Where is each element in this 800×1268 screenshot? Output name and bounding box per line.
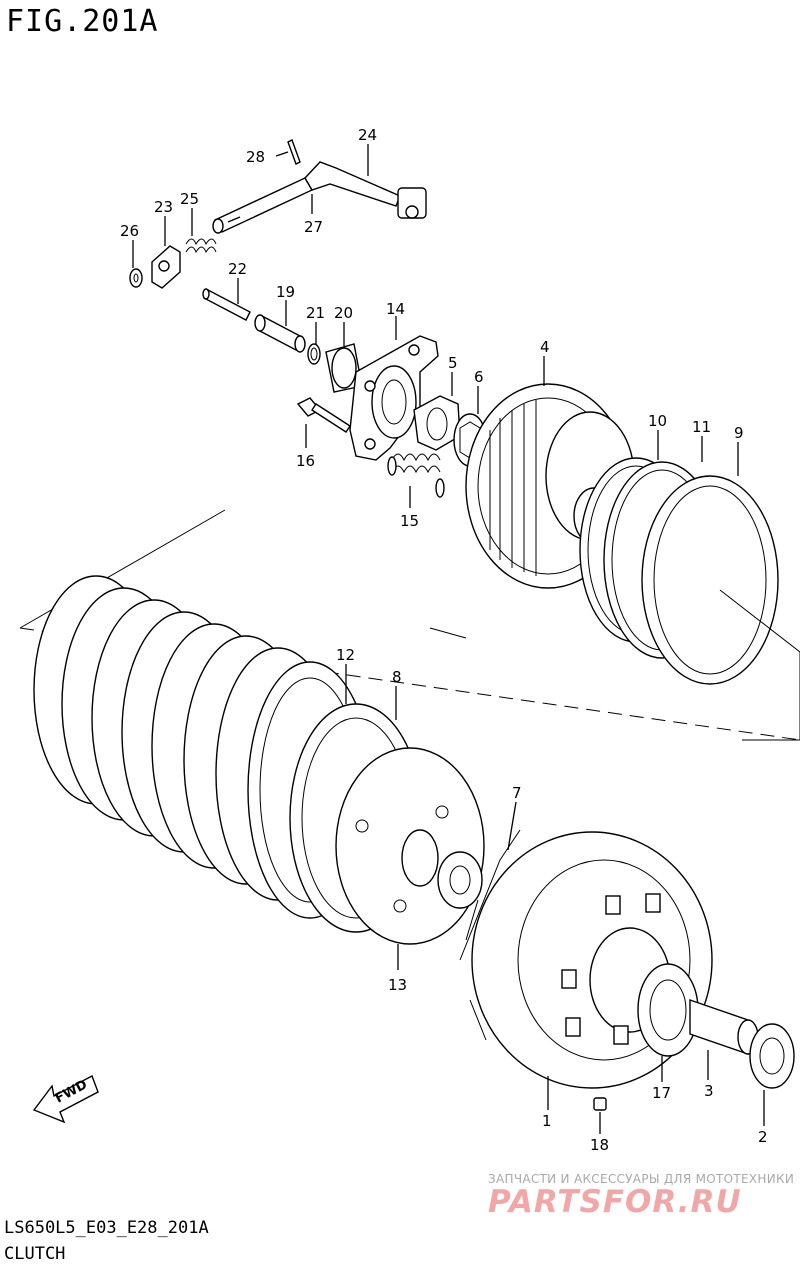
watermark-tagline: ЗАПЧАСТИ И АКСЕССУАРЫ ДЛЯ МОТОТЕХНИКИ xyxy=(488,1172,795,1186)
spring-15 xyxy=(387,453,445,498)
callout-7: 7 xyxy=(512,784,522,802)
callout-15: 15 xyxy=(400,512,419,530)
callout-3: 3 xyxy=(704,1082,714,1100)
spacer-3 xyxy=(689,999,759,1055)
callout-26: 26 xyxy=(120,222,139,240)
washer-7 xyxy=(437,851,483,909)
plate-13 xyxy=(335,747,485,945)
callout-6: 6 xyxy=(474,368,484,386)
pushrod-22 xyxy=(202,288,251,321)
callout-18: 18 xyxy=(590,1136,609,1154)
callout-12: 12 xyxy=(336,646,355,664)
callout-17: 17 xyxy=(652,1084,671,1102)
callout-19: 19 xyxy=(276,283,295,301)
callout-14: 14 xyxy=(386,300,405,318)
fwd-arrow: FWD xyxy=(32,1075,99,1124)
callout-25: 25 xyxy=(180,190,199,208)
callout-22: 22 xyxy=(228,260,247,278)
callout-23: 23 xyxy=(154,198,173,216)
release-shaft-24 xyxy=(212,161,427,234)
callout-5: 5 xyxy=(448,354,458,372)
spring-25 xyxy=(185,238,217,254)
gear-17 xyxy=(637,963,699,1057)
callout-11: 11 xyxy=(692,418,711,436)
pin-18 xyxy=(593,1097,607,1111)
model-code: LS650L5_E03_E28_201A xyxy=(4,1218,209,1238)
cotter-pin-28 xyxy=(287,139,301,165)
figure-name: CLUTCH xyxy=(4,1244,66,1264)
callout-1: 1 xyxy=(542,1112,552,1130)
callout-27: 27 xyxy=(304,218,323,236)
piece-19 xyxy=(254,314,306,353)
callout-24: 24 xyxy=(358,126,377,144)
callout-4: 4 xyxy=(540,338,550,356)
callout-13: 13 xyxy=(388,976,407,994)
callout-2: 2 xyxy=(758,1128,768,1146)
callout-20: 20 xyxy=(334,304,353,322)
thrust-washer-2 xyxy=(749,1023,795,1089)
pressure-plate-14 xyxy=(349,335,439,461)
figure-title: FIG.201A xyxy=(6,4,159,39)
nut-5 xyxy=(413,395,461,451)
callout-labels: 28 24 27 25 23 26 22 19 21 20 14 5 6 4 1… xyxy=(120,126,768,1154)
group-outline xyxy=(19,509,800,741)
washer-26 xyxy=(129,268,143,288)
bolt-16 xyxy=(296,397,351,433)
callout-10: 10 xyxy=(648,412,667,430)
watermark-logo: PARTSFOR.RU xyxy=(488,1184,742,1220)
callout-8: 8 xyxy=(392,668,402,686)
o-ring-21 xyxy=(307,343,321,365)
leader-lines xyxy=(132,144,765,1134)
callout-28: 28 xyxy=(246,148,265,166)
callout-9: 9 xyxy=(734,424,744,442)
callout-16: 16 xyxy=(296,452,315,470)
drive-plate-9 xyxy=(641,475,779,685)
callout-21: 21 xyxy=(306,304,325,322)
plate-23 xyxy=(151,245,181,289)
